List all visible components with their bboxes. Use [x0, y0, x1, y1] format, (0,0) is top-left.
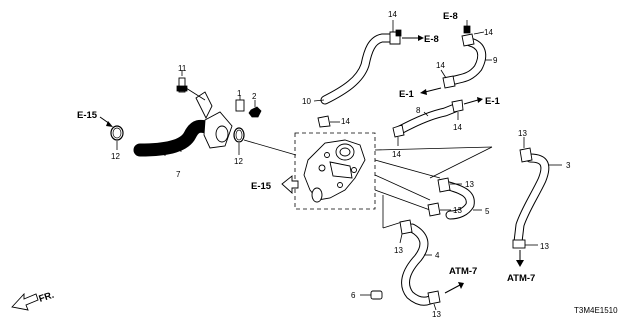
outlet-flange [195, 91, 233, 149]
e1-arrow-right [463, 97, 483, 105]
hose-10 [313, 33, 397, 105]
ref-atm7-left: ATM-7 [449, 266, 477, 277]
callout-12-right: 12 [234, 157, 243, 166]
callout-14-hose9-bottom: 14 [436, 61, 445, 70]
water-outlet-group-box [294, 132, 376, 210]
hose-8 [395, 103, 460, 135]
ref-e1-right: E-1 [485, 96, 501, 107]
e15-arrow-left [99, 116, 113, 127]
part-6-plug [360, 290, 383, 300]
ref-e15-mid: E-15 [251, 181, 272, 192]
diagram-code: T3M4E1510 [574, 306, 618, 315]
front-direction-arrow: FR. [11, 290, 56, 311]
water-outlet [303, 139, 366, 203]
hose-3 [513, 153, 562, 247]
ref-e15-left: E-15 [77, 110, 98, 121]
atm7-arrow-left [444, 282, 464, 294]
e1-arrow-left [420, 87, 442, 95]
callout-3: 3 [566, 161, 571, 170]
callout-12-left: 12 [111, 152, 120, 161]
callout-13-hose5-top: 13 [465, 180, 474, 189]
clamp-13-hose3-bottom [512, 239, 538, 249]
clamp-14-hose8-right [451, 99, 464, 120]
gasket-12-left [110, 125, 124, 150]
ref-e1-left: E-1 [399, 89, 415, 100]
callout-5: 5 [485, 207, 490, 216]
ref-e8-mid: E-8 [424, 34, 439, 45]
front-direction-label: FR. [38, 290, 56, 305]
callout-11: 11 [178, 64, 187, 73]
clamp-13-hose5-bottom [427, 202, 451, 217]
clamp-14-hose9-top [461, 20, 485, 47]
callout-4: 4 [435, 251, 440, 260]
ref-e8-top: E-8 [443, 11, 458, 22]
group-leader-lines [374, 146, 493, 229]
atm7-arrow-right [516, 250, 524, 267]
callout-14-hose8-right: 14 [453, 123, 462, 132]
hose-4 [401, 223, 435, 306]
part-2-nut [248, 100, 262, 118]
callout-13-hose3-top: 13 [518, 129, 527, 138]
callout-8: 8 [416, 106, 421, 115]
clamp-14-hose9-bottom [440, 69, 456, 89]
hose-9 [450, 37, 492, 85]
e8-arrow-mid [402, 35, 424, 41]
callout-13-hose3-bottom: 13 [540, 242, 549, 251]
part-1-sleeve [235, 96, 245, 112]
hose-7 [133, 119, 217, 157]
clamp-13-hose3-top [519, 137, 533, 163]
gasket-12-right [233, 127, 297, 156]
callout-10: 10 [302, 97, 311, 106]
callout-14-hose8-left: 14 [392, 150, 401, 159]
clamp-13-hose4-top [399, 219, 413, 244]
callout-14-top: 14 [388, 10, 397, 19]
reference-labels: E-15 E-15 E-8 E-8 E-1 E-1 ATM-7 ATM-7 [77, 11, 535, 284]
hose-5 [440, 180, 482, 220]
callout-7: 7 [176, 170, 181, 179]
callout-numbers: 11 1 2 12 7 12 10 14 14 14 14 9 8 14 14 … [111, 10, 571, 319]
bolt-11 [176, 70, 206, 101]
callout-2: 2 [252, 92, 257, 101]
callout-9: 9 [493, 56, 498, 65]
clamp-14-hose8-left [392, 124, 405, 146]
callout-6: 6 [351, 291, 356, 300]
clamp-14-lower [317, 115, 340, 128]
callout-13-hose4-bottom: 13 [432, 310, 441, 319]
clamp-13-hose4-bottom [427, 290, 441, 311]
e15-arrow-mid [281, 175, 299, 195]
clamp-13-hose5-top [437, 177, 462, 193]
callout-1: 1 [237, 89, 242, 98]
callout-13-hose4-top: 13 [394, 246, 403, 255]
ref-atm7-right: ATM-7 [507, 273, 535, 284]
callout-14-hose9: 14 [484, 28, 493, 37]
callout-14-hose10: 14 [341, 117, 350, 126]
callout-13-hose5-bottom: 13 [453, 206, 462, 215]
clamp-14-top [389, 20, 402, 45]
